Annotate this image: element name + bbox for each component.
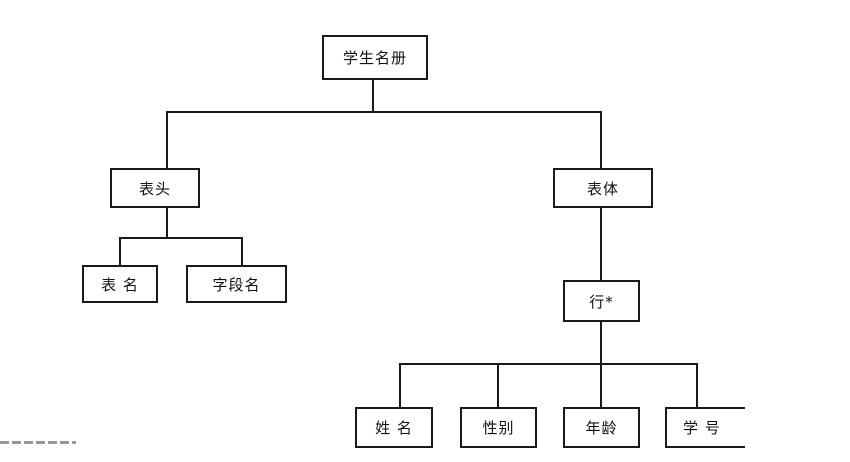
connector-row-horizontal	[399, 363, 698, 365]
connector-body-drop	[600, 111, 602, 168]
connector-row-stub	[600, 322, 602, 363]
connector-student-id-drop	[696, 363, 698, 407]
connector-root-stub	[372, 80, 374, 111]
connector-body-to-row	[600, 208, 602, 280]
node-field-name: 字段名	[186, 265, 287, 303]
connector-field-name-drop	[241, 237, 243, 265]
connector-age-drop	[600, 363, 602, 407]
node-row: 行*	[563, 280, 640, 322]
node-table-body: 表体	[553, 168, 653, 208]
connector-gender-drop	[497, 363, 499, 407]
connector-level1-horizontal	[166, 111, 602, 113]
connector-name-drop	[399, 363, 401, 407]
node-student-roster: 学生名册	[322, 35, 428, 80]
dashed-underline	[0, 441, 76, 444]
node-name: 姓 名	[355, 407, 433, 448]
node-table-name: 表 名	[82, 265, 158, 303]
node-age: 年龄	[563, 407, 640, 448]
connector-header-stub	[166, 208, 168, 237]
connector-table-name-drop	[119, 237, 121, 265]
connector-header-horizontal	[119, 237, 243, 239]
node-gender: 性别	[460, 407, 537, 448]
node-table-header: 表头	[110, 168, 200, 208]
node-student-id: 学 号	[665, 407, 745, 448]
connector-header-drop	[166, 111, 168, 168]
